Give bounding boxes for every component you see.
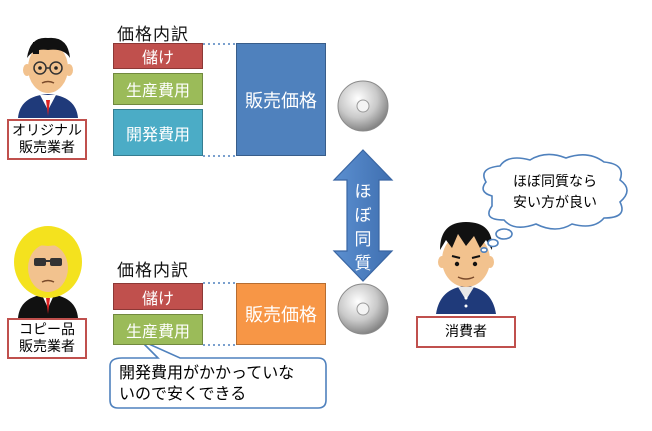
original-disc <box>337 80 389 132</box>
note-callout <box>109 339 327 409</box>
thought-bubble <box>480 153 628 254</box>
copy-seller-label-line2: 販売業者 <box>19 338 75 355</box>
original-development-cost-segment: 開発費用 <box>113 109 203 156</box>
consumer-thought-line1: ほぼ同質なら <box>513 174 597 190</box>
comparison-arrow-label: ほぼ 同質 <box>347 180 379 276</box>
copy-note-line2: いので安くできる <box>119 384 247 403</box>
price-connectors <box>203 43 236 346</box>
copy-production-cost-segment: 生産費用 <box>113 314 203 345</box>
original-seller-label: オリジナル 販売業者 <box>7 119 87 160</box>
consumer-illustration <box>436 222 496 314</box>
copy-seller-label-line1: コピー品 <box>19 321 75 338</box>
copy-heading: 価格内訳 <box>117 261 189 281</box>
comparison-arrow-label-line2: 同質 <box>354 230 372 274</box>
consumer-thought-line2: 安い方が良い <box>513 195 597 211</box>
consumer-thought-text: ほぼ同質なら 安い方が良い <box>496 172 614 214</box>
original-seller-illustration <box>18 37 78 118</box>
copy-sale-price-block: 販売価格 <box>236 283 326 345</box>
original-seller-label-line2: 販売業者 <box>19 139 75 156</box>
copy-disc <box>337 283 389 335</box>
original-production-cost-segment: 生産費用 <box>113 73 203 105</box>
original-profit-segment: 儲け <box>113 43 203 69</box>
comparison-arrow-label-line1: ほぼ <box>354 182 372 226</box>
copy-profit-segment: 儲け <box>113 283 203 310</box>
copy-note-line1: 開発費用がかかっていな <box>119 363 295 382</box>
copy-seller-illustration <box>14 226 82 318</box>
consumer-label: 消費者 <box>416 316 516 348</box>
comparison-arrow <box>332 149 394 282</box>
copy-note: 開発費用がかかっていな いので安くできる <box>119 362 294 404</box>
copy-seller-label: コピー品 販売業者 <box>7 318 87 359</box>
original-seller-label-line1: オリジナル <box>12 122 82 139</box>
original-sale-price-block: 販売価格 <box>236 43 326 156</box>
original-heading: 価格内訳 <box>117 25 189 45</box>
